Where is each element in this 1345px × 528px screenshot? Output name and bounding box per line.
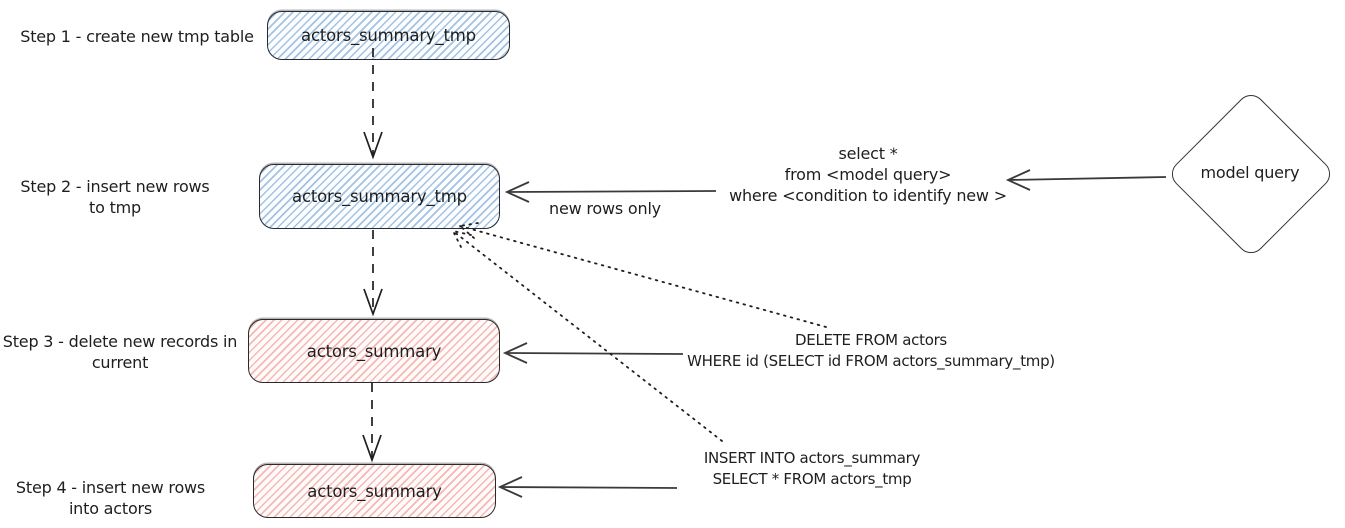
dashed-arrow-step3-to-step4 [362,383,382,463]
query-line1: select * [838,144,898,163]
node-step2-title: actors_summary_tmp [292,187,467,206]
model-query-sql-text: select * from <model query> where <condi… [715,143,1021,206]
delete-sql-text: DELETE FROM actors WHERE id (SELECT id F… [671,330,1071,372]
node-step1-actors-summary-tmp: actors_summary_tmp [267,11,510,60]
dotted-arrow-delete-to-step2 [457,222,827,328]
arrow-delete-sql-to-step3 [502,342,684,364]
model-query-label: model query [1200,163,1300,182]
step4-label-line2: into actors [68,499,153,518]
node-step4-actors-summary: actors_summary [253,464,496,518]
dashed-arrow-step1-to-step2 [363,48,383,160]
step2-label: Step 2 - insert new rows to tmp [15,176,215,218]
new-rows-only-label: new rows only [549,199,661,218]
step3-label-line1: Step 3 - delete new records in [2,332,238,351]
node-step3-title: actors_summary [306,341,442,361]
insert-sql-text: INSERT INTO actors_summary SELECT * FROM… [662,448,962,490]
step2-label-line2: to tmp [89,198,141,217]
node-step3-actors-summary: actors_summary [248,319,500,383]
delete-sql-line2: WHERE id (SELECT id FROM actors_summary_… [687,352,1055,370]
arrow-diamond-to-query [1005,169,1167,191]
arrow-insert-sql-to-step4 [497,476,678,498]
node-step4-title: actors_summary [307,481,442,501]
step1-label-line1: Step 1 - create new tmp table [20,27,254,46]
step1-label: Step 1 - create new tmp table [8,26,266,47]
node-step1-title: actors_summary_tmp [301,26,476,45]
node-step2-actors-summary-tmp: actors_summary_tmp [259,164,500,229]
query-line2: from <model query> [784,165,952,184]
query-line3: where <condition to identify new > [729,186,1007,205]
dashed-arrow-step2-to-step3 [363,230,383,317]
step4-label-line1: Step 4 - insert new rows [15,478,206,497]
step3-label: Step 3 - delete new records in current [0,331,242,373]
delete-sql-line1: DELETE FROM actors [795,331,947,349]
insert-sql-line2: SELECT * FROM actors_tmp [712,470,912,488]
insert-sql-line1: INSERT INTO actors_summary [703,449,921,467]
step3-label-line2: current [91,353,149,372]
step4-label: Step 4 - insert new rows into actors [8,477,213,519]
step2-label-line1: Step 2 - insert new rows [20,177,210,196]
